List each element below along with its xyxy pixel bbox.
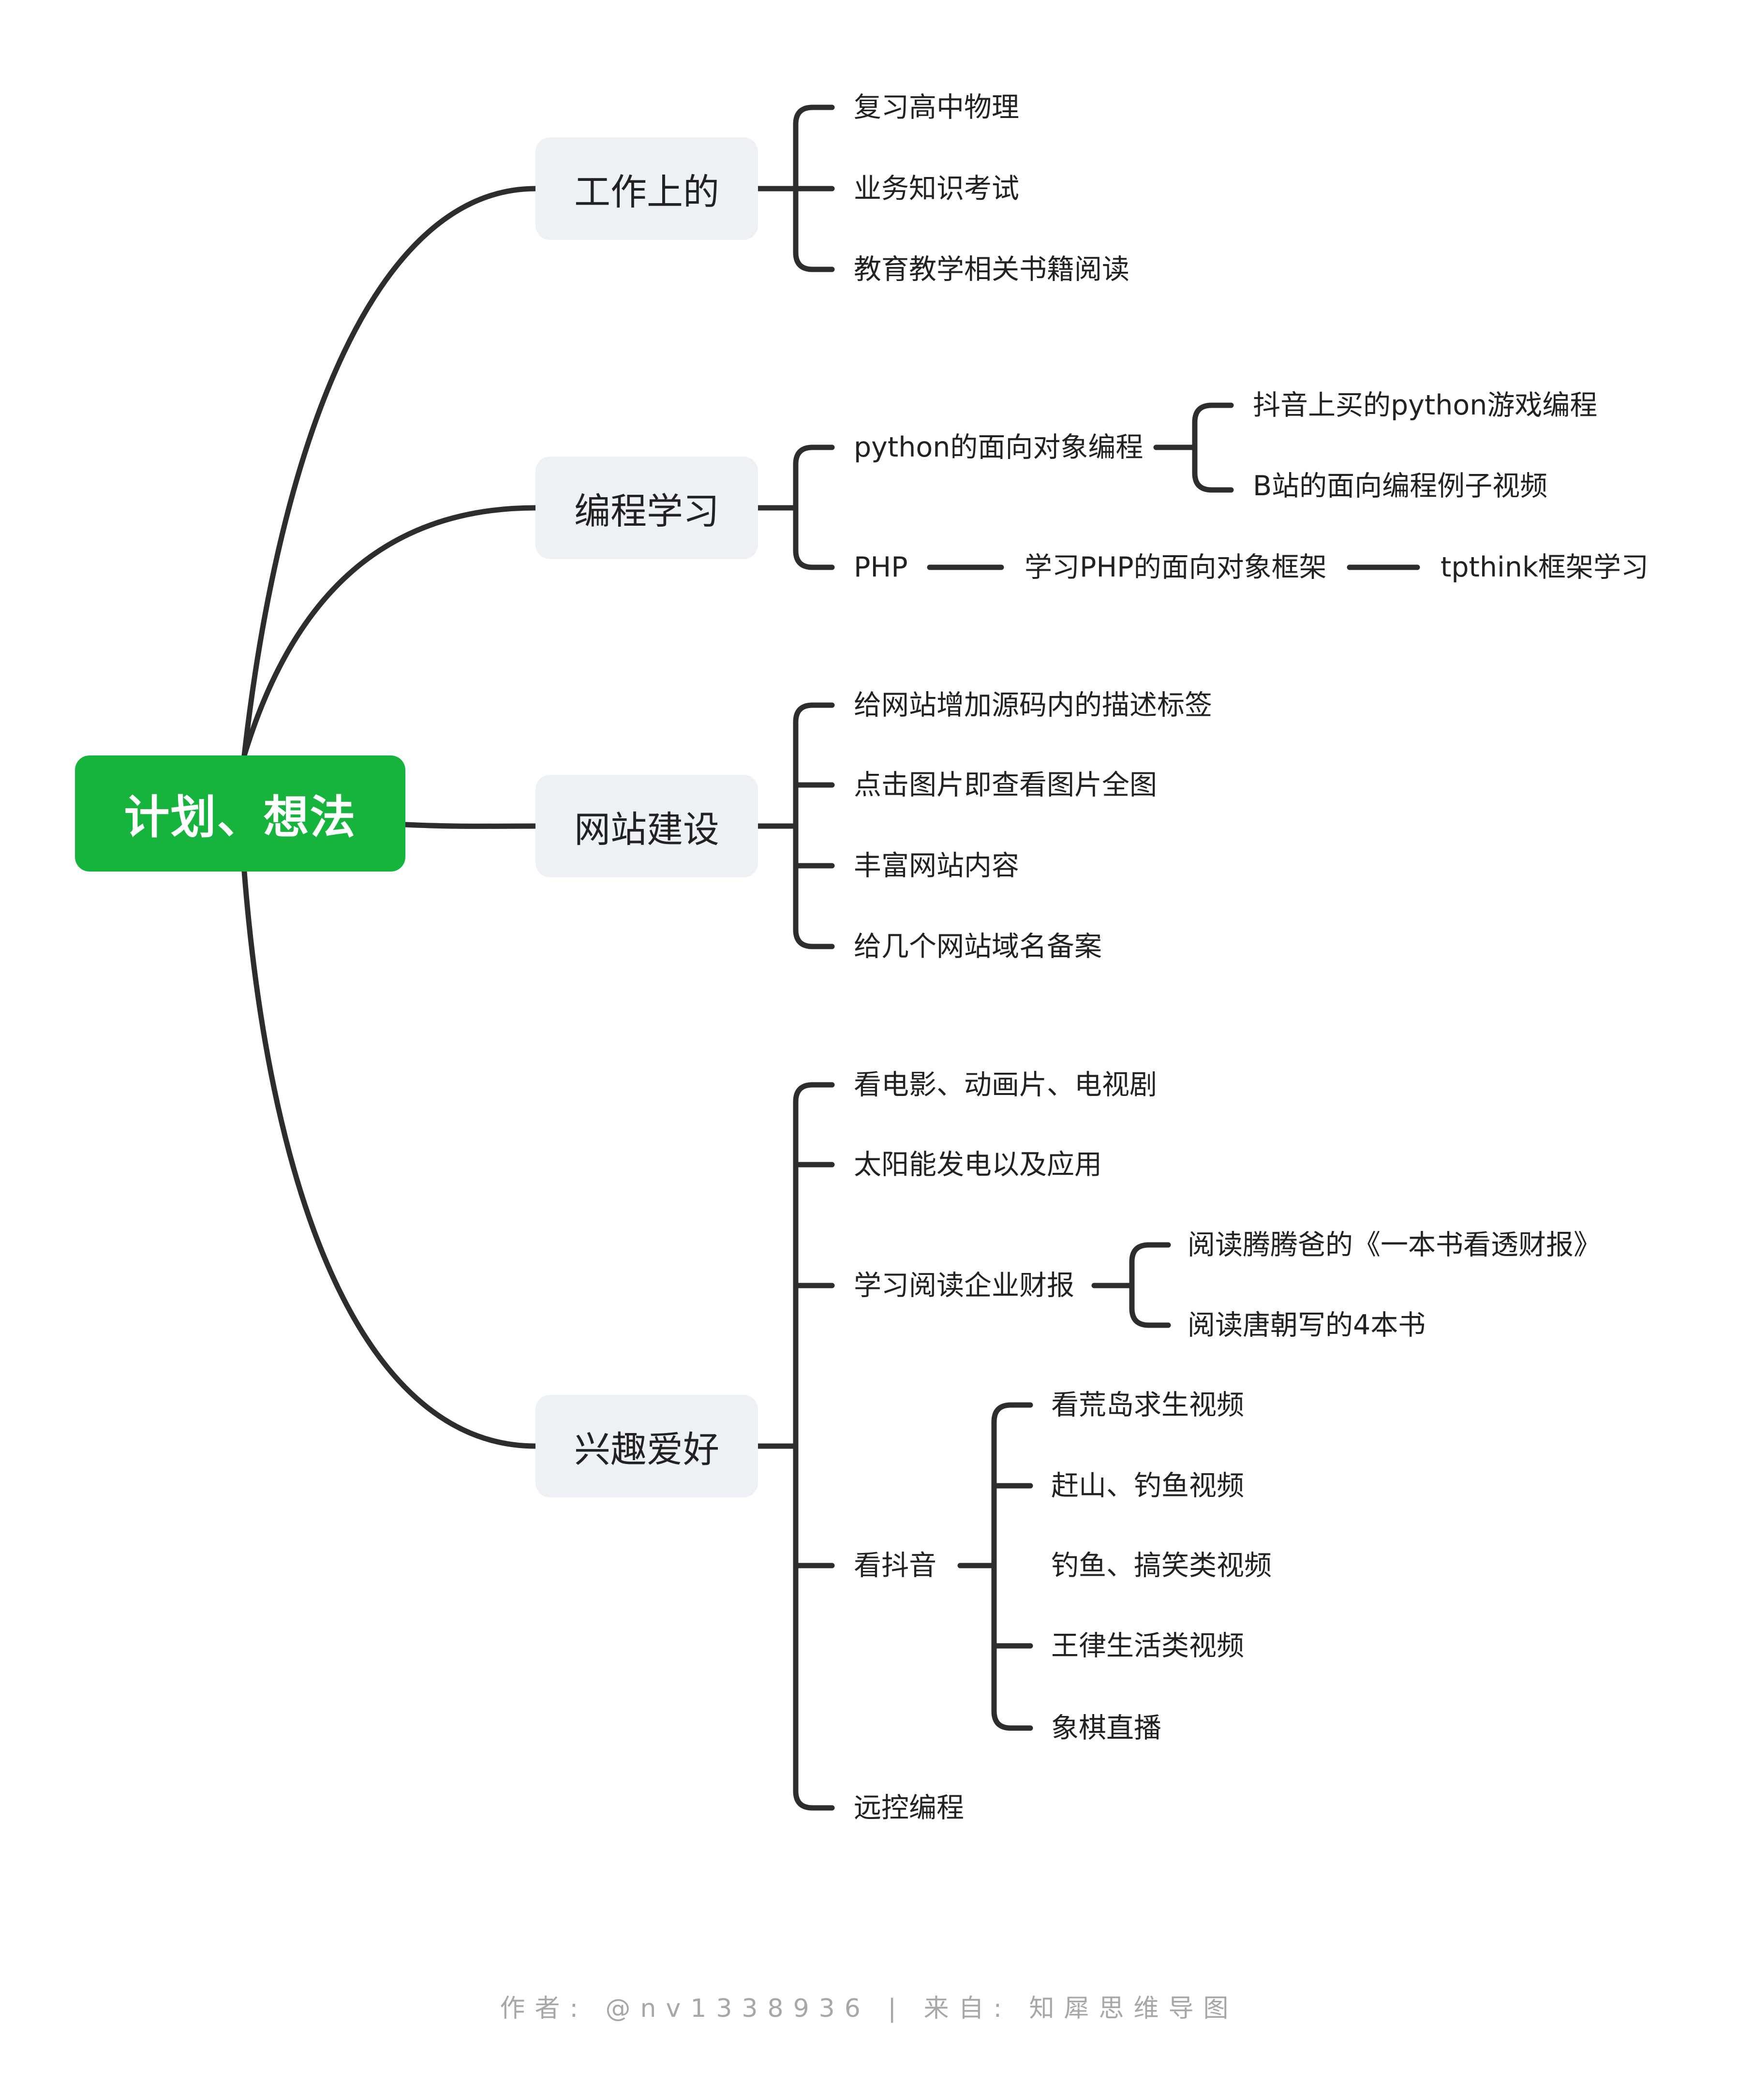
leaf-php[interactable]: PHP <box>854 551 908 583</box>
connector-root-hobby <box>241 869 538 1449</box>
footer-separator: | <box>888 1994 906 2023</box>
footer-source-label: 来自: <box>923 1994 1011 2023</box>
leaf-business-exam[interactable]: 业务知识考试 <box>854 173 1019 205</box>
connector-finance-bracket <box>1129 1242 1171 1328</box>
leaf-education-books[interactable]: 教育教学相关书籍阅读 <box>854 253 1129 285</box>
branch-coding[interactable]: 编程学习 <box>535 457 758 559</box>
connector-root-work <box>241 186 538 758</box>
leaf-click-image-full[interactable]: 点击图片即查看图片全图 <box>854 769 1157 801</box>
leaf-read-financial-book[interactable]: 阅读腾腾爸的《一本书看透财报》 <box>1188 1229 1601 1261</box>
connector-root-coding <box>241 505 538 758</box>
connector-coding-bracket <box>793 444 835 570</box>
footer-source: 知犀思维导图 <box>1029 1994 1238 2023</box>
leaf-remote-programming[interactable]: 远控编程 <box>854 1792 964 1824</box>
leaf-douyin-python-game[interactable]: 抖音上买的python游戏编程 <box>1253 389 1598 421</box>
leaf-chess-live[interactable]: 象棋直播 <box>1051 1712 1161 1744</box>
branch-website[interactable]: 网站建设 <box>535 775 758 877</box>
leaf-python-oop[interactable]: python的面向对象编程 <box>854 431 1144 463</box>
footer-author: @nv1338936 <box>605 1994 870 2023</box>
connector-douyin-bracket <box>991 1402 1033 1731</box>
branch-work[interactable]: 工作上的 <box>535 137 758 240</box>
connector-root-website <box>402 822 538 829</box>
leaf-mountain-fishing-videos[interactable]: 赶山、钓鱼视频 <box>1051 1470 1244 1502</box>
root-topic[interactable]: 计划、想法 <box>75 755 405 872</box>
leaf-solar-power[interactable]: 太阳能发电以及应用 <box>854 1149 1102 1181</box>
leaf-review-physics[interactable]: 复习高中物理 <box>854 91 1019 123</box>
leaf-financial-reports[interactable]: 学习阅读企业财报 <box>854 1270 1074 1301</box>
leaf-add-meta-tags[interactable]: 给网站增加源码内的描述标签 <box>854 689 1212 721</box>
connector-python-bracket <box>1192 402 1234 493</box>
leaf-php-oop-framework[interactable]: 学习PHP的面向对象框架 <box>1025 551 1327 583</box>
leaf-read-four-books[interactable]: 阅读唐朝写的4本书 <box>1188 1309 1426 1341</box>
leaf-tpthink-framework[interactable]: tpthink框架学习 <box>1441 551 1649 583</box>
footer-author-label: 作者: <box>500 1994 588 2023</box>
leaf-domain-filing[interactable]: 给几个网站域名备案 <box>854 931 1102 962</box>
leaf-movies-anime-tv[interactable]: 看电影、动画片、电视剧 <box>854 1069 1157 1101</box>
leaf-lawyer-life-videos[interactable]: 王律生活类视频 <box>1051 1630 1244 1662</box>
leaf-survival-videos[interactable]: 看荒岛求生视频 <box>1051 1389 1244 1421</box>
leaf-watch-douyin[interactable]: 看抖音 <box>854 1550 936 1582</box>
leaf-fishing-comedy-videos[interactable]: 钓鱼、搞笑类视频 <box>1051 1550 1272 1582</box>
footer-credit: 作者: @nv1338936 | 来自: 知犀思维导图 <box>0 1988 1738 2024</box>
leaf-bilibili-oop-videos[interactable]: B站的面向编程例子视频 <box>1253 470 1548 502</box>
connector-hobby-bracket <box>793 1082 835 1811</box>
connector-website-bracket <box>793 702 835 949</box>
leaf-enrich-content[interactable]: 丰富网站内容 <box>854 850 1019 882</box>
branch-hobby[interactable]: 兴趣爱好 <box>535 1395 758 1497</box>
